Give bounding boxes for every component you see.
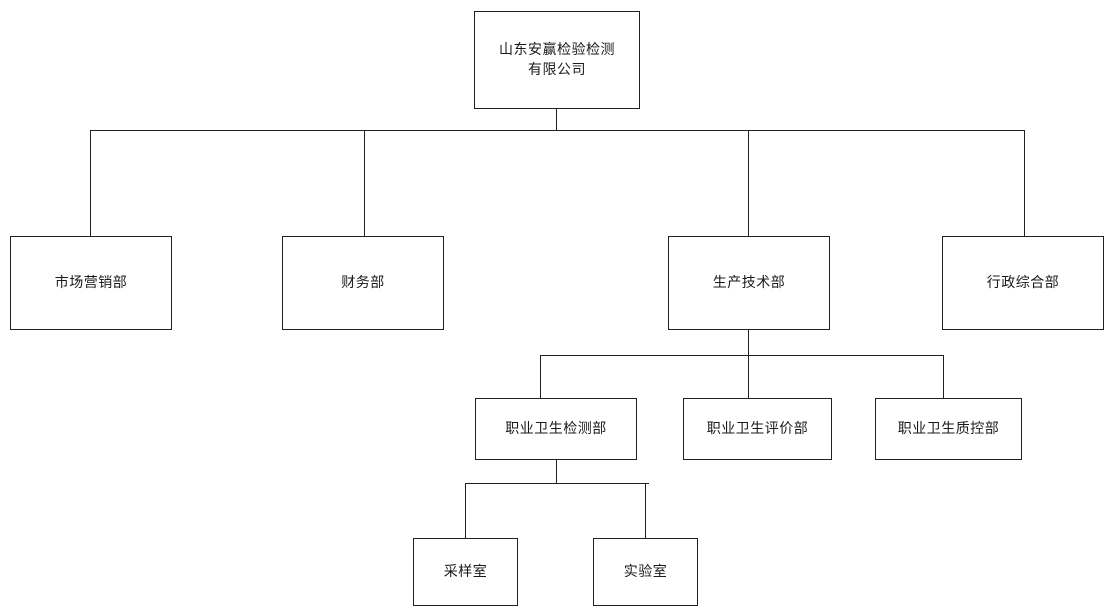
org-node-production[interactable]: 生产技术部 (668, 236, 830, 330)
connector-sub-drop-oh-evaluation (748, 355, 749, 399)
org-node-sampling-room[interactable]: 采样室 (413, 538, 518, 606)
org-node-oh-testing[interactable]: 职业卫生检测部 (475, 398, 637, 460)
org-node-finance[interactable]: 财务部 (282, 236, 444, 330)
connector-sub-drop-oh-testing (540, 355, 541, 399)
connector-main-drop-marketing (90, 130, 91, 237)
connector-main-drop-production (748, 130, 749, 237)
connector-leaf-drop-laboratory (645, 483, 646, 539)
org-node-oh-evaluation[interactable]: 职业卫生评价部 (683, 398, 832, 460)
connector-sub-bus (540, 355, 944, 356)
org-node-laboratory[interactable]: 实验室 (593, 538, 698, 606)
connector-leaf-bus (465, 483, 649, 484)
org-node-administration[interactable]: 行政综合部 (942, 236, 1104, 330)
connector-sub-drop-oh-quality (943, 355, 944, 399)
connector-main-drop-administration (1024, 130, 1025, 237)
org-node-oh-evaluation-label: 职业卫生评价部 (706, 421, 809, 437)
connector-leaf-drop-sampling-room (465, 483, 466, 539)
org-node-company[interactable]: 山东安赢检验检测 有限公司 (474, 11, 640, 109)
org-node-finance-label: 财务部 (341, 275, 385, 291)
connector-main-bus (90, 130, 1025, 131)
org-node-marketing-label: 市场营销部 (54, 275, 128, 291)
org-node-oh-quality[interactable]: 职业卫生质控部 (875, 398, 1022, 460)
org-node-oh-testing-label: 职业卫生检测部 (505, 421, 607, 437)
org-node-company-label: 山东安赢检验检测 有限公司 (499, 42, 615, 78)
connector-main-drop-finance (364, 130, 365, 237)
org-node-laboratory-label: 实验室 (623, 564, 668, 580)
org-node-marketing[interactable]: 市场营销部 (10, 236, 172, 330)
connector-testing-stub (556, 460, 557, 484)
connector-root-stub (556, 109, 557, 131)
org-node-oh-quality-label: 职业卫生质控部 (897, 421, 1000, 437)
org-node-sampling-room-label: 采样室 (443, 564, 488, 580)
org-node-administration-label: 行政综合部 (986, 275, 1060, 291)
org-node-production-label: 生产技术部 (712, 275, 786, 291)
